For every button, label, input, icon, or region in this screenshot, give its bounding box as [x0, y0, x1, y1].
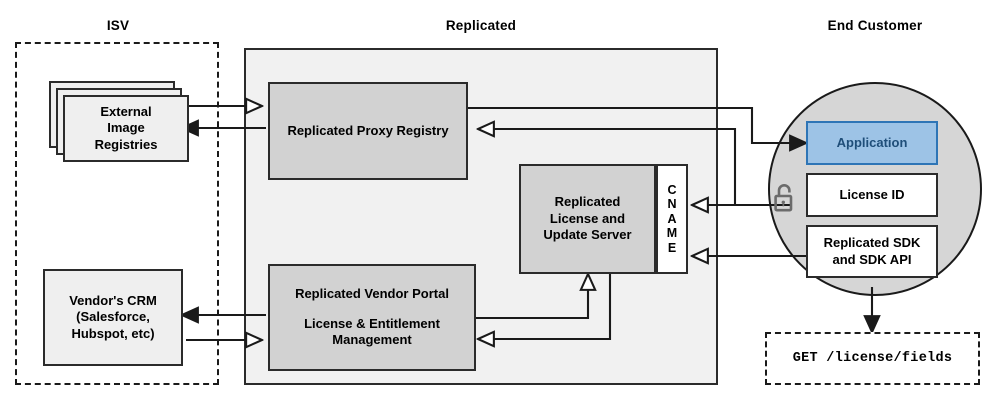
application-label: Application: [836, 134, 908, 150]
zone-title-end-customer: End Customer: [827, 18, 923, 33]
replicated-license-update-server[interactable]: Replicated License and Update Server: [519, 164, 656, 274]
replicated-sdk-line-1: Replicated SDK: [823, 234, 921, 250]
license-update-server-line-2: License and: [549, 210, 626, 226]
cname-letter-e: E: [667, 240, 677, 255]
external-image-registries-line-3: Registries: [94, 136, 158, 152]
vendors-crm-line-1: Vendor's CRM: [69, 292, 157, 308]
vendor-portal-subtitle-2: Management: [332, 332, 412, 348]
replicated-proxy-registry[interactable]: Replicated Proxy Registry: [268, 82, 468, 180]
unlock-icon: [770, 181, 798, 217]
license-id-label: License ID: [839, 186, 905, 202]
license-update-server-line-1: Replicated: [554, 194, 621, 210]
zone-isv: [15, 42, 219, 385]
vendors-crm-line-3: Hubspot, etc): [71, 325, 155, 341]
vendor-portal-subtitle-1: License & Entitlement: [304, 315, 440, 331]
external-image-registries-line-1: External: [100, 103, 152, 119]
external-image-registries[interactable]: External Image Registries: [63, 95, 189, 162]
zone-title-isv: ISV: [106, 18, 130, 33]
cname-letter-c: C: [667, 182, 677, 197]
cname-letter-m: M: [666, 226, 678, 241]
edge-vendorportal-to-license-server: [472, 274, 588, 320]
vendors-crm-line-2: (Salesforce,: [76, 309, 150, 325]
license-update-server-line-3: Update Server: [543, 227, 632, 243]
cname-letter-a: A: [667, 211, 677, 226]
edge-proxy-to-application: [468, 106, 806, 143]
replicated-vendor-portal[interactable]: Replicated Vendor Portal License & Entit…: [268, 264, 476, 371]
license-id[interactable]: License ID: [806, 173, 938, 217]
replicated-sdk-line-2: and SDK API: [832, 251, 912, 267]
application[interactable]: Application: [806, 121, 938, 165]
vendors-crm[interactable]: Vendor's CRM (Salesforce, Hubspot, etc): [43, 269, 183, 366]
zone-title-replicated: Replicated: [445, 18, 517, 33]
cname-box[interactable]: C N A M E: [656, 164, 688, 274]
edge-license-server-to-vendorportal: [478, 274, 612, 339]
api-request-label: GET /license/fields: [792, 351, 953, 366]
external-image-registries-line-2: Image: [107, 120, 145, 136]
replicated-proxy-registry-label: Replicated Proxy Registry: [287, 122, 449, 138]
cname-letter-n: N: [667, 197, 677, 212]
replicated-sdk[interactable]: Replicated SDK and SDK API: [806, 225, 938, 278]
vendor-portal-title: Replicated Vendor Portal: [295, 286, 449, 302]
api-request-box: GET /license/fields: [765, 332, 980, 385]
